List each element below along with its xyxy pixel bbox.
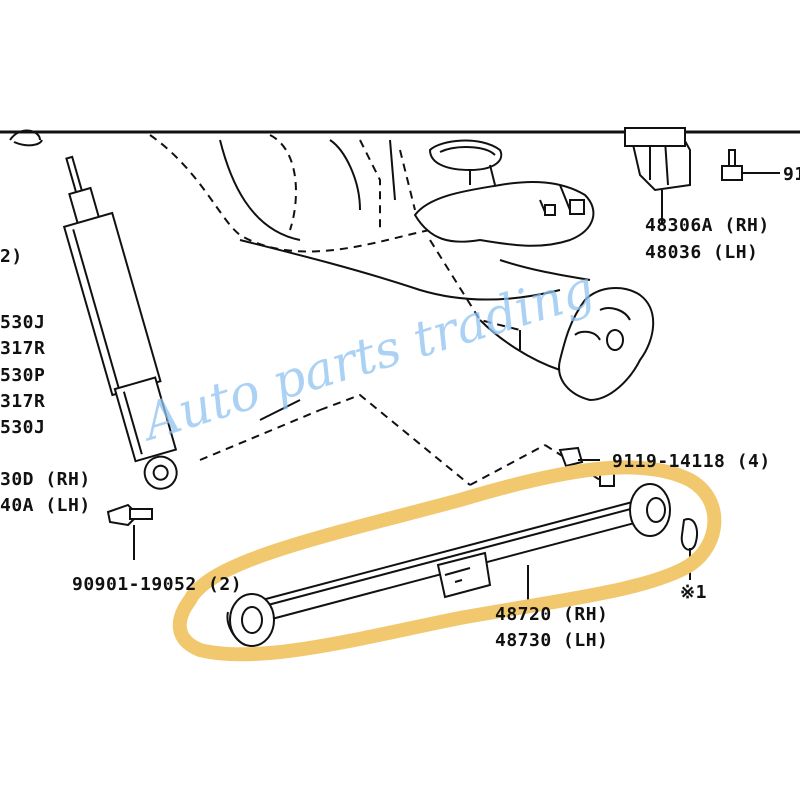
- label-shock-code-2: 317R: [0, 338, 45, 359]
- label-bracket-lh: 48036 (LH): [645, 242, 758, 263]
- watermark-text: Auto parts trading: [133, 259, 601, 452]
- label-bolt-left: 90901-19052 (2): [72, 574, 242, 595]
- highlight-outline: [172, 460, 722, 662]
- bolt-top-right-icon: [721, 149, 780, 181]
- label-bracket-rh: 48306A (RH): [645, 215, 770, 236]
- label-shock-code-5: 530J: [0, 417, 45, 438]
- label-top-left: 2): [0, 246, 23, 267]
- label-shock-code-4: 317R: [0, 391, 45, 412]
- label-arm-rh: 48720 (RH): [495, 604, 608, 625]
- label-nut-right: 9119-14118 (4): [612, 451, 771, 472]
- shock-absorber: [62, 155, 178, 490]
- label-shock-lh: 40A (LH): [0, 495, 91, 516]
- bracket-48306a: [624, 127, 691, 225]
- label-bolt-top-right: 91: [783, 164, 800, 185]
- top-left-part: [9, 129, 43, 147]
- label-note-mark: ※1: [680, 582, 707, 603]
- bolt-left-icon: [106, 503, 153, 560]
- label-shock-code-3: 530P: [0, 365, 45, 386]
- lateral-control-arm: [226, 483, 698, 647]
- label-shock-code-1: 530J: [0, 312, 45, 333]
- label-arm-lh: 48730 (LH): [495, 630, 608, 651]
- label-shock-rh: 30D (RH): [0, 469, 91, 490]
